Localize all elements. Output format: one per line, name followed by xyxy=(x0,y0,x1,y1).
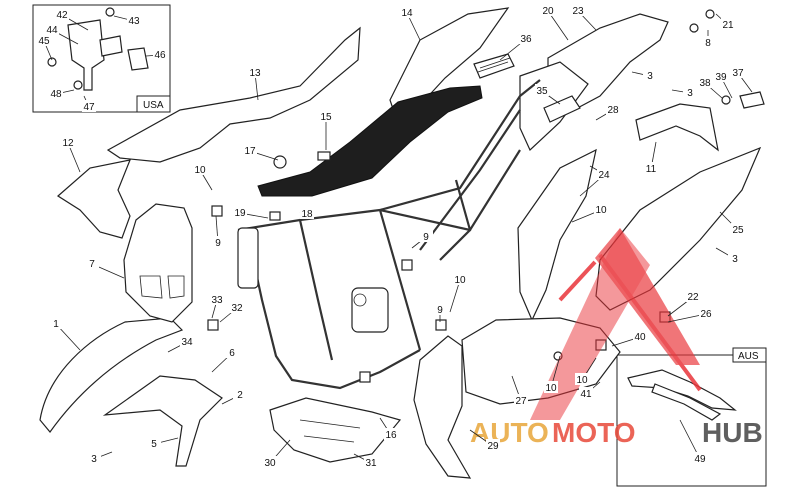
callout-number: 14 xyxy=(401,8,413,19)
callout-number: 34 xyxy=(181,337,193,348)
callout-number: 3 xyxy=(647,71,653,82)
callout-number: 10 xyxy=(595,205,607,216)
callout-number: 6 xyxy=(229,348,235,359)
callout-number: 20 xyxy=(542,6,554,17)
leader-line xyxy=(449,279,461,313)
watermark-moto: MOTO xyxy=(552,417,635,448)
callout-number: 31 xyxy=(365,458,377,469)
watermark-hub: HUB xyxy=(702,417,763,448)
callout-number: 47 xyxy=(83,102,95,113)
skid-plate xyxy=(269,397,402,463)
callout-number: 11 xyxy=(646,164,657,175)
callout-number: 7 xyxy=(89,259,95,270)
callout-number: 9 xyxy=(215,238,221,249)
callout-number: 32 xyxy=(231,303,243,314)
callout-number: 29 xyxy=(487,441,499,452)
side-fairing-mid xyxy=(413,335,472,479)
callout-number: 3 xyxy=(687,88,693,99)
callout-number: 5 xyxy=(151,439,157,450)
callout-number: 8 xyxy=(705,38,711,49)
callout-number: 25 xyxy=(732,225,744,236)
front-mudguard xyxy=(102,375,223,467)
callout-number: 26 xyxy=(700,309,712,320)
watermark-auto: AUTO xyxy=(470,417,549,448)
callout-number: 10 xyxy=(545,383,557,394)
callout-number: 13 xyxy=(249,68,261,79)
callout-number: 22 xyxy=(687,292,699,303)
callout-number: 44 xyxy=(46,25,58,36)
callout-number: 39 xyxy=(715,72,727,83)
callout-number: 16 xyxy=(385,430,397,441)
callout-number: 24 xyxy=(598,170,610,181)
callout-number: 15 xyxy=(320,112,332,123)
callout-number: 37 xyxy=(732,68,744,79)
front-fairing xyxy=(39,317,184,433)
callout-number: 42 xyxy=(56,10,68,21)
frame xyxy=(237,79,541,390)
callout-number: 17 xyxy=(244,146,256,157)
callout-number: 40 xyxy=(634,332,646,343)
callout-number: 10 xyxy=(576,375,588,386)
callout-number: 9 xyxy=(437,305,443,316)
callout-number: 9 xyxy=(423,232,429,243)
callout-number: 45 xyxy=(38,36,50,47)
side-cover xyxy=(517,148,597,322)
callout-number: 21 xyxy=(722,20,734,31)
callout-number: 48 xyxy=(50,89,62,100)
callout-number: 43 xyxy=(128,16,140,27)
plate-holder xyxy=(635,103,719,152)
left-side-panel xyxy=(57,159,131,239)
side-fairing-upper xyxy=(106,26,361,163)
louver-36 xyxy=(473,53,515,79)
callout-number: 35 xyxy=(536,86,548,97)
callout-number: 3 xyxy=(91,454,97,465)
callout-number: 18 xyxy=(301,209,313,220)
callout-number: 49 xyxy=(694,454,706,465)
callout-number: 38 xyxy=(699,78,711,89)
callout-number: 12 xyxy=(62,138,74,149)
callout-number: 3 xyxy=(732,254,738,265)
callout-number: 46 xyxy=(154,50,166,61)
watermark-logo: AUTO MOTO HUB xyxy=(470,228,763,448)
louver-35 xyxy=(543,95,581,123)
callout-number: 27 xyxy=(515,396,527,407)
callout-number: 2 xyxy=(237,390,243,401)
aus-label: AUS xyxy=(738,351,759,362)
callout-number: 30 xyxy=(264,458,276,469)
callout-number: 10 xyxy=(454,275,466,286)
callout-number: 28 xyxy=(607,105,619,116)
callout-number: 33 xyxy=(211,295,223,306)
callout-number: 23 xyxy=(572,6,584,17)
usa-inset: USA xyxy=(32,4,171,113)
seat xyxy=(257,85,483,197)
callout-number: 36 xyxy=(520,34,532,45)
callout-number: 10 xyxy=(194,165,206,176)
usa-label: USA xyxy=(143,100,164,111)
callout-numbers: 1233334567899910101010101112131415161718… xyxy=(37,4,745,469)
callout-number: 19 xyxy=(234,208,246,219)
callout-number: 41 xyxy=(580,389,592,400)
headlight-mask xyxy=(123,203,193,323)
callout-number: 1 xyxy=(53,319,59,330)
